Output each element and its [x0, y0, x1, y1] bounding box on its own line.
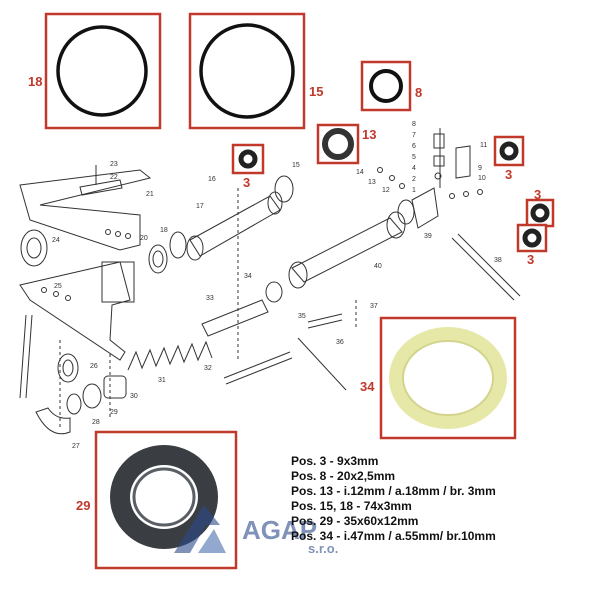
- photo-15-box: [188, 12, 306, 130]
- part-number: 1: [412, 187, 416, 194]
- part-number: 28: [92, 419, 100, 426]
- spec-line: Pos. 15, 18 - 74x3mm: [291, 499, 412, 513]
- label-15: 15: [309, 84, 324, 99]
- line-art: [19, 128, 521, 435]
- part-number: 36: [336, 339, 344, 346]
- part-number: 38: [494, 257, 502, 264]
- part-number: 39: [424, 233, 432, 240]
- part-number: 27: [72, 443, 80, 450]
- part-number: 4: [412, 165, 416, 172]
- part-number: 14: [356, 169, 364, 176]
- label-3-a: 3: [243, 175, 251, 190]
- part-number: 21: [146, 191, 154, 198]
- part-numbers: 23 22 21 24 25 26 27 28 29 30 31 32 33 3…: [52, 121, 502, 450]
- label-34: 34: [360, 379, 375, 394]
- part-number: 5: [412, 154, 416, 161]
- spec-line: Pos. 13 - i.12mm / a.18mm / br. 3mm: [291, 484, 496, 498]
- part-number: 8: [412, 121, 416, 128]
- label-8: 8: [415, 85, 423, 100]
- part-number: 29: [110, 409, 118, 416]
- specifications-list: Pos. 3 - 9x3mm Pos. 8 - 20x2,5mm Pos. 13…: [291, 454, 496, 544]
- label-29: 29: [76, 498, 91, 513]
- part-number: 11: [480, 142, 487, 149]
- part-number: 13: [368, 179, 376, 186]
- spec-line: Pos. 29 - 35x60x12mm: [291, 514, 419, 528]
- part-number: 24: [52, 237, 60, 244]
- part-number: 31: [158, 377, 166, 384]
- part-number: 2: [412, 176, 416, 183]
- spec-line: Pos. 3 - 9x3mm: [291, 454, 379, 468]
- part-number: 25: [54, 283, 62, 290]
- label-3-d: 3: [527, 252, 535, 267]
- spec-line: Pos. 8 - 20x2,5mm: [291, 469, 396, 483]
- part-number: 17: [196, 203, 204, 210]
- part-number: 20: [140, 235, 148, 242]
- photo-29-box: [94, 430, 238, 570]
- part-number: 40: [374, 263, 382, 270]
- label-3-c: 3: [534, 187, 542, 202]
- part-number: 12: [382, 187, 390, 194]
- photo-3-box-b: [493, 135, 525, 167]
- svg-text:AGAP: AGAP: [242, 515, 317, 545]
- part-number: 6: [412, 143, 416, 150]
- part-number: 37: [370, 303, 378, 310]
- part-number: 16: [208, 176, 216, 183]
- photo-3-box-a: [231, 143, 265, 175]
- part-number: 30: [130, 393, 138, 400]
- part-number: 35: [298, 313, 306, 320]
- agap-logo: AGAP s.r.o.: [168, 497, 358, 567]
- logo-mark-icon: [174, 505, 220, 553]
- photo-8-box: [360, 60, 412, 112]
- photo-18-box: [44, 12, 162, 130]
- part-number: 34: [244, 273, 252, 280]
- photo-34-box: [379, 316, 517, 440]
- label-3-b: 3: [505, 167, 513, 182]
- photo-13-box: [316, 123, 360, 165]
- photo-3-box-d: [516, 223, 548, 253]
- part-number: 23: [110, 161, 118, 168]
- part-number: 32: [204, 365, 212, 372]
- label-13: 13: [362, 127, 377, 142]
- svg-text:s.r.o.: s.r.o.: [308, 541, 338, 556]
- part-number: 7: [412, 132, 416, 139]
- part-number: 33: [206, 295, 214, 302]
- part-number: 10: [478, 175, 486, 182]
- photo-3-box-c: [525, 198, 555, 228]
- part-number: 22: [110, 174, 118, 181]
- part-number: 9: [478, 165, 482, 172]
- label-18: 18: [28, 74, 43, 89]
- part-number: 26: [90, 363, 98, 370]
- spec-line: Pos. 34 - i.47mm / a.55mm/ br.10mm: [291, 529, 496, 543]
- part-number: 18: [160, 227, 168, 234]
- part-number: 15: [292, 162, 300, 169]
